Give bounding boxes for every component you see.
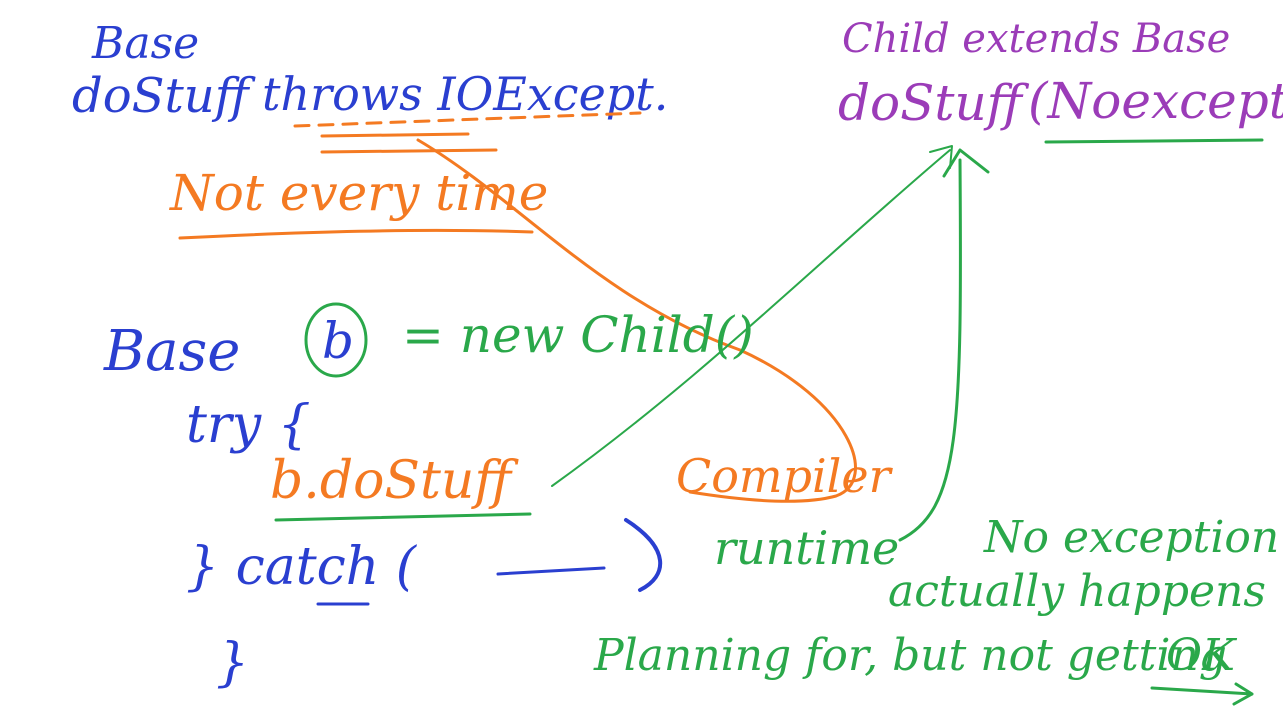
runtime-label: runtime [714, 521, 899, 575]
var-name: b [322, 312, 354, 370]
dispatch-arrow-head [929, 145, 953, 169]
compiler-label: Compiler [676, 449, 894, 503]
noexcept-underline [1044, 138, 1264, 144]
catch-blank-line [496, 566, 606, 576]
catch-line: } catch ( [186, 537, 418, 597]
closing-brace: } [216, 633, 249, 693]
planning-note: Planning for, but not getting [593, 630, 1227, 681]
runtime-arrow-head [942, 148, 990, 178]
method-call-underline [274, 512, 532, 522]
throws-clause: throws IOExcept. [262, 67, 668, 121]
child-class-header: Child extends Base [842, 16, 1230, 62]
child-method-label: doStuff [838, 74, 1030, 132]
throws-dashed-underline [293, 111, 642, 128]
try-keyword: try { [186, 395, 311, 455]
runtime-arrow [898, 158, 962, 542]
method-call: b.doStuff [270, 451, 519, 511]
catch-close-paren [624, 518, 663, 592]
var-circle [304, 302, 368, 378]
base-method-label: doStuff [72, 68, 256, 124]
no-exception-note-line2: actually happens [888, 566, 1266, 617]
ok-underline-arrow [1150, 682, 1254, 706]
no-exception-note-line1: No exception [983, 512, 1279, 563]
not-every-time-underline [178, 228, 534, 240]
throws-underline-1 [320, 132, 470, 138]
child-noexcept: (Noexcept) [1028, 72, 1283, 130]
catch-close-label: ) [0, 0, 1, 1]
compiler-link-curve [416, 138, 857, 503]
ok-note: OK [1166, 630, 1237, 681]
dispatch-arrow [551, 149, 951, 487]
assign-expr: = new Child() [402, 306, 754, 364]
not-every-time-note: Not every time [169, 164, 548, 222]
throws-underline-2 [320, 148, 498, 154]
decl-type: Base [103, 319, 240, 384]
base-class-label: Base [91, 18, 199, 69]
